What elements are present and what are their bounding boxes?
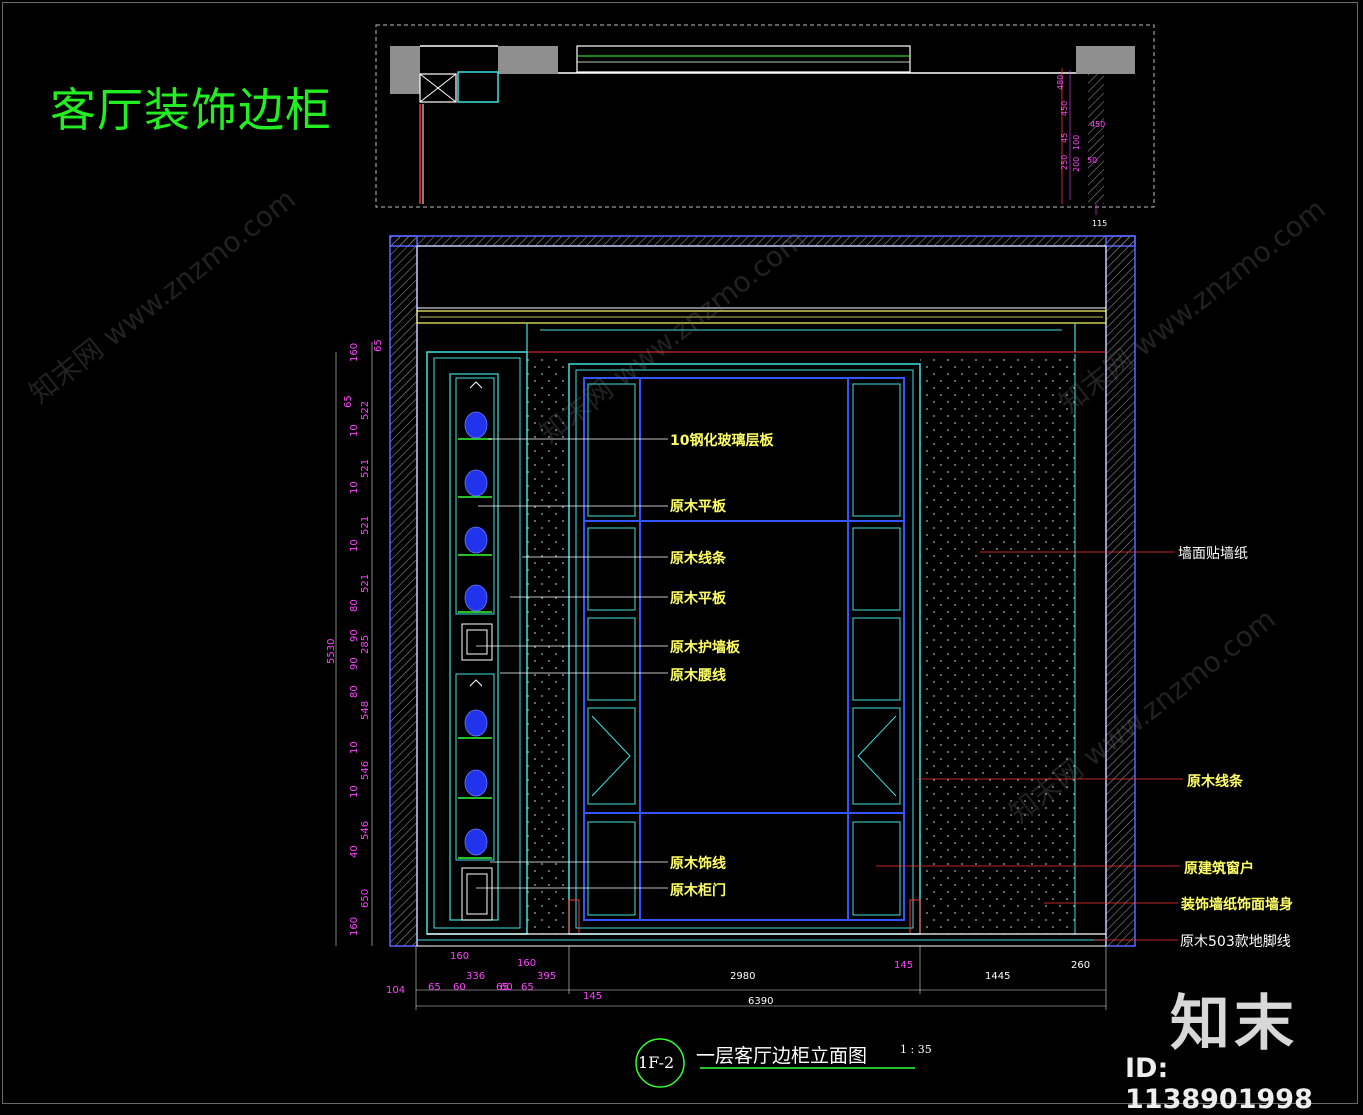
dim-bottom-65a: 65 [428,982,441,993]
dim-plan: 45 [1060,132,1069,143]
dim-left: 521 [360,458,371,478]
dim-left: 546 [360,820,371,840]
wall-left [389,235,418,947]
dim-left: 10 [349,424,360,437]
wallpaper-left [527,354,569,934]
elevation-view [389,235,1183,947]
label-wood-waist: 原木腰线 [670,668,726,684]
plan-wall-right-hatch [1088,74,1104,204]
plan-cabinet-box [419,73,457,103]
label-orig-window: 原建筑窗户 [1184,861,1254,877]
dim-bottom-395: 395 [537,971,557,982]
plan-view [375,24,1155,215]
dim-bottom-65b: 65 [496,982,509,993]
dim-plan: 50 [1087,156,1098,165]
dim-bottom-1445: 1445 [985,971,1011,982]
label-wood-panel-1: 原木平板 [670,499,726,515]
dim-bottom-104: 104 [386,985,406,996]
dim-left: 285 [360,634,371,654]
dimension-lines [335,342,1107,1010]
dim-bottom-145b: 145 [894,960,914,971]
dim-plan: 100 [1072,134,1081,150]
label-deco-wall: 装饰墙纸饰面墙身 [1181,897,1293,913]
plan-border [375,24,1155,208]
dim-left: 521 [360,573,371,593]
dim-left: 650 [360,888,371,908]
plan-wall-left [390,46,420,94]
caption-title: 一层客厅边柜立面图 [696,1045,868,1067]
dim-left: 65 [343,395,354,408]
drawing-title: 客厅装饰边柜 [50,83,332,137]
dim-plan: 250 [1060,154,1069,170]
window-glass [583,377,905,921]
dim-bottom-65c: 65 [521,982,534,993]
wallpaper-right [920,354,1076,934]
label-wood-strip-2: 原木线条 [1187,774,1243,790]
label-wood-door: 原木柜门 [670,883,726,899]
dim-bottom-160a: 160 [450,951,470,962]
dim-left: 546 [360,760,371,780]
wall-right [1105,235,1136,947]
cornice [416,310,1107,324]
dim-left-total: 5530 [326,638,337,664]
label-wood-trim: 原木饰线 [670,856,726,872]
dim-left: 160 [349,916,360,936]
dim-bottom-160b: 160 [517,958,537,969]
watermark-logo: 知末 [1170,989,1298,1059]
label-wall-paper: 墙面贴墙纸 [1178,546,1248,562]
cabinet-inner [433,357,521,929]
label-baseboard: 原木503款地脚线 [1180,934,1291,950]
dim-left: 80 [349,599,360,612]
dim-plan: 450 [1090,120,1106,129]
dim-bottom-60a: 60 [453,982,466,993]
dim-left: 10 [349,539,360,552]
dim-plan: 115 [1092,219,1108,228]
caption-tag-circle [635,1038,685,1088]
dim-left: 522 [360,400,371,420]
dim-bottom-336: 336 [466,971,486,982]
caption-scale: 1 : 35 [900,1043,932,1056]
plan-wall-right [1076,46,1135,74]
label-glass-shelf: 10钢化玻璃层板 [670,433,774,449]
dim-bottom-total: 6390 [748,996,774,1007]
dim-left: 10 [349,741,360,754]
dim-bottom-60b: 60 [500,982,513,993]
label-wood-panel-2: 原木平板 [670,591,726,607]
plan-window [576,45,911,73]
dim-bottom-145a: 145 [583,991,603,1002]
dim-left: 160 [349,342,360,362]
dim-left: 521 [360,515,371,535]
dim-left: 40 [349,845,360,858]
window-frame-inner [575,369,914,929]
plan-wall-mid-left [498,46,558,74]
dim-plan: 450 [1060,100,1069,116]
dim-left: 10 [349,785,360,798]
dim-left: 80 [349,685,360,698]
dim-plan: 480 [1056,74,1065,90]
dim-bottom-2980: 2980 [730,971,756,982]
dim-plan: 200 [1072,156,1081,172]
dim-bottom-260: 260 [1071,960,1091,971]
dim-left: 90 [349,657,360,670]
label-wood-wainscot: 原木护墙板 [670,640,740,656]
dim-left: 90 [349,629,360,642]
caption-tag: 1F-2 [638,1053,675,1072]
label-wood-strip-1: 原木线条 [670,551,726,567]
plan-cabinet-shelf [457,71,499,103]
dim-left: 548 [360,700,371,720]
dim-left: 10 [349,481,360,494]
dim-left: 65 [373,339,384,352]
watermark-id: ID: 1138901998 [1125,1053,1313,1115]
